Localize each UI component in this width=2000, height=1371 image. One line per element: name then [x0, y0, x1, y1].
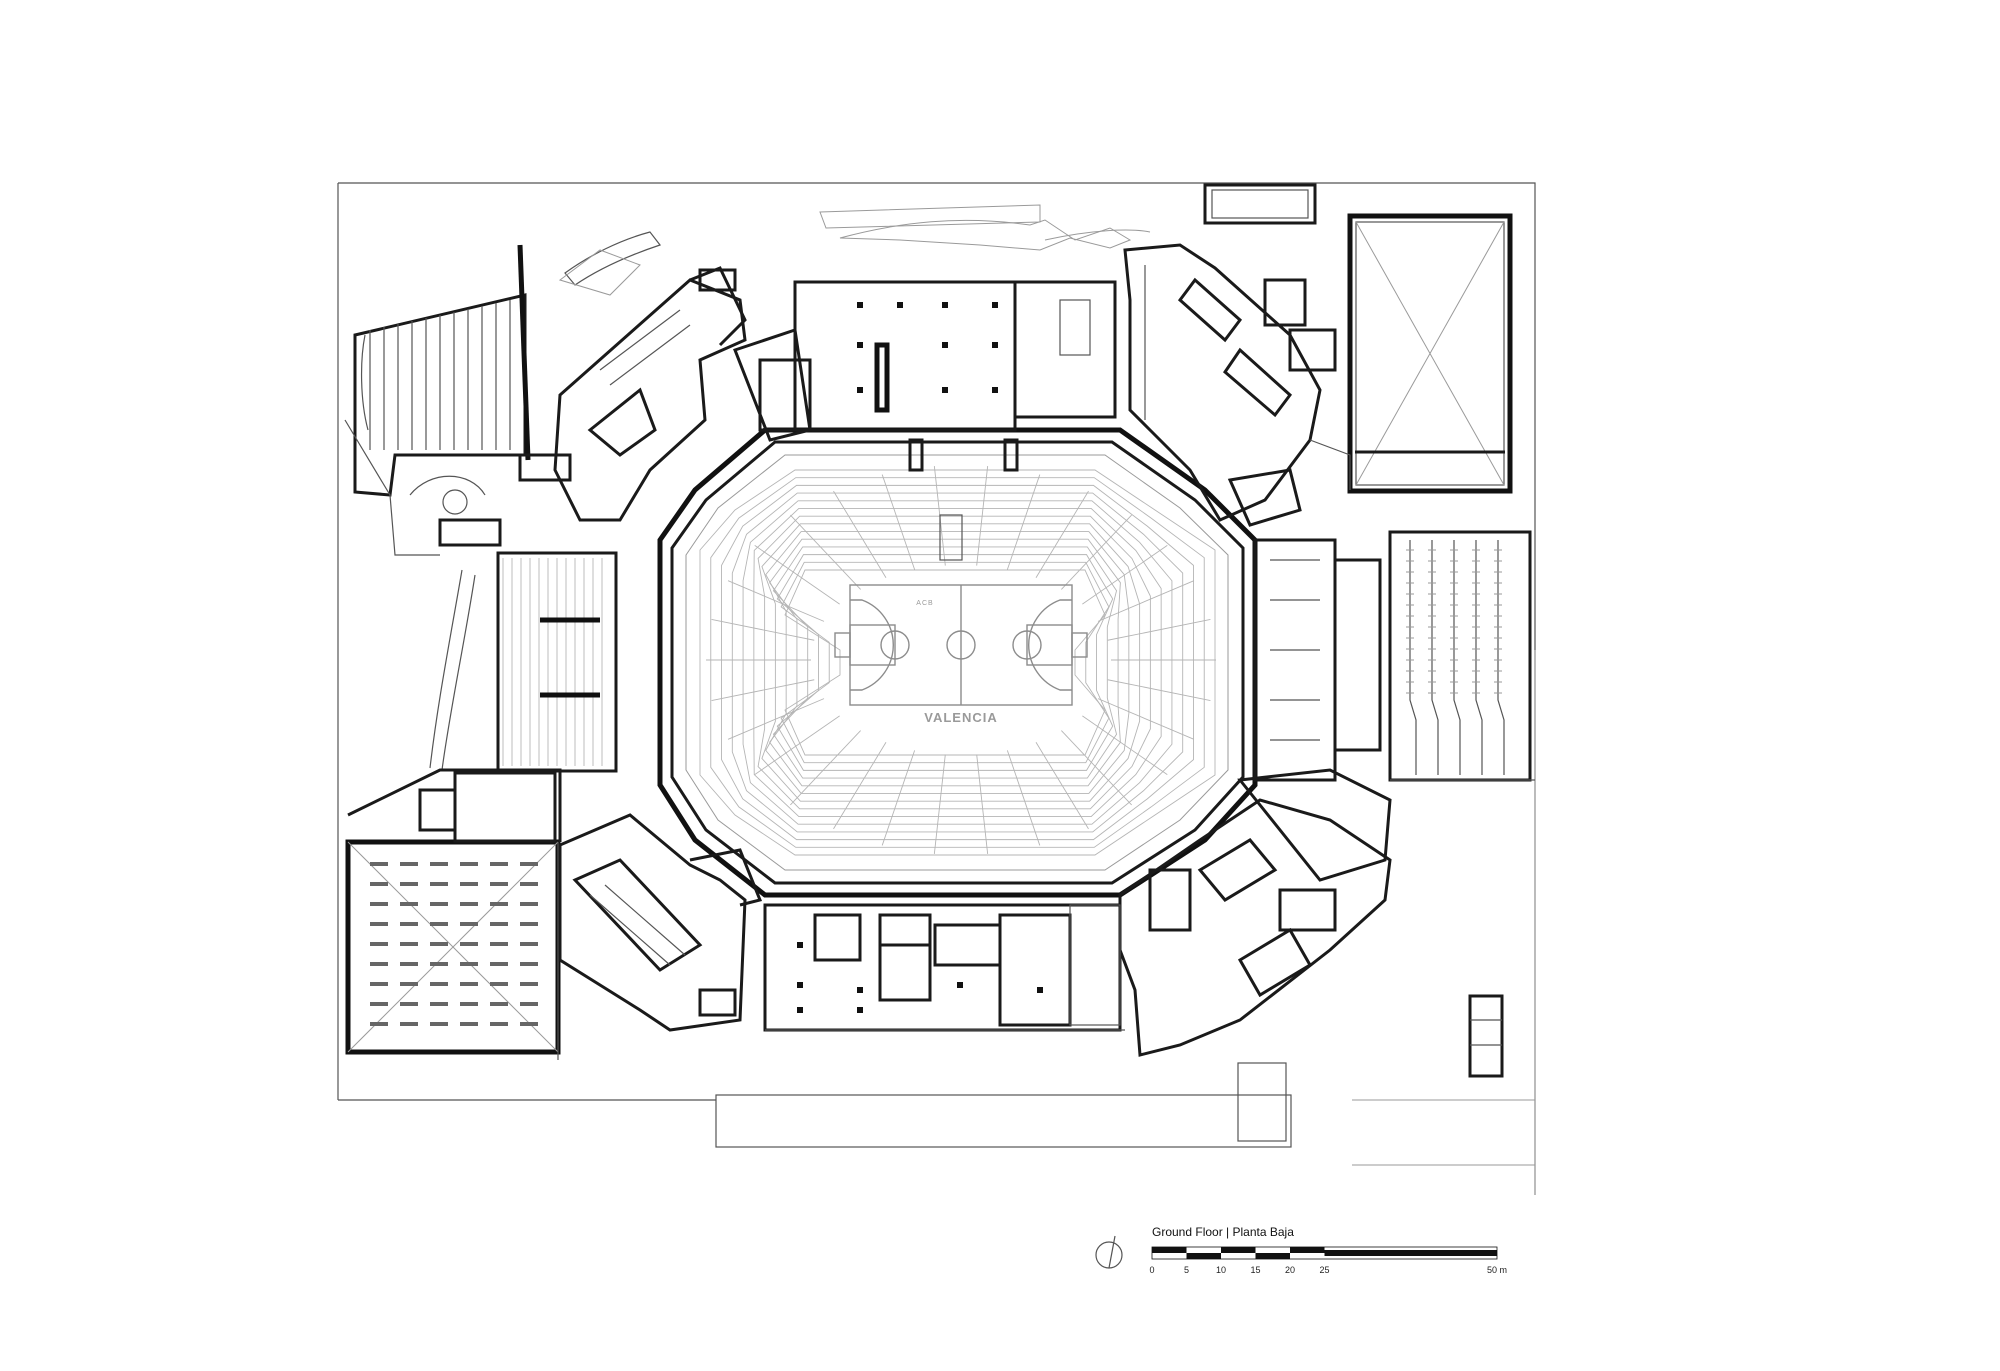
seat-label-mark — [370, 1022, 388, 1026]
scale-bar: Ground Floor | Planta Baja 0 5 10 15 20 25 50 … — [1149, 1225, 1507, 1275]
seat-label-mark — [370, 962, 388, 966]
seat-label-mark — [490, 862, 508, 866]
seat-label-mark — [430, 902, 448, 906]
north-service-block — [793, 280, 1117, 432]
seat-label-mark — [370, 862, 388, 866]
scale-end-label: 50 m — [1487, 1265, 1507, 1275]
seat-label-mark — [400, 942, 418, 946]
northeast-wing — [1123, 243, 1351, 527]
north-arrow — [1095, 1235, 1123, 1269]
seat-label-mark — [460, 942, 478, 946]
northwest-wing — [438, 266, 812, 547]
seat-label-mark — [400, 962, 418, 966]
seat-label-mark — [460, 882, 478, 886]
seat-label-mark — [400, 1022, 418, 1026]
seat-label-mark — [370, 982, 388, 986]
north-landscape — [558, 183, 1317, 296]
seat-label-mark — [400, 922, 418, 926]
seat-label-mark — [430, 882, 448, 886]
scale-tick-label: 15 — [1250, 1265, 1260, 1275]
seat-label-mark — [520, 882, 538, 886]
court-small-label: ACB — [916, 600, 933, 607]
seat-label-mark — [430, 862, 448, 866]
site-boundary — [337, 182, 1536, 1195]
seat-label-mark — [430, 922, 448, 926]
scale-tick-label: 5 — [1184, 1265, 1189, 1275]
seat-label-mark — [370, 902, 388, 906]
seat-label-mark — [400, 862, 418, 866]
southwest-hall — [345, 768, 562, 1060]
court-label: VALENCIA — [924, 710, 997, 725]
northwest-annex — [344, 244, 531, 556]
seat-label-mark — [460, 962, 478, 966]
seat-label-mark — [490, 922, 508, 926]
seat-label-mark — [370, 922, 388, 926]
seat-label-mark — [520, 942, 538, 946]
seat-label-mark — [460, 902, 478, 906]
seat-label-mark — [490, 1022, 508, 1026]
seat-label-mark — [460, 1022, 478, 1026]
seat-label-mark — [520, 1022, 538, 1026]
scale-tick-label: 0 — [1149, 1265, 1154, 1275]
seat-label-mark — [460, 922, 478, 926]
seat-label-mark — [490, 982, 508, 986]
east-wing — [1388, 530, 1535, 782]
seat-label-mark — [430, 982, 448, 986]
scale-tick-label: 10 — [1216, 1265, 1226, 1275]
seat-label-mark — [400, 1002, 418, 1006]
seat-label-mark — [370, 882, 388, 886]
scale-tick-label: 25 — [1319, 1265, 1329, 1275]
seat-label-mark — [430, 1022, 448, 1026]
seat-label-mark — [490, 882, 508, 886]
seat-label-mark — [520, 922, 538, 926]
seat-label-mark — [400, 882, 418, 886]
northeast-hall — [1347, 213, 1513, 494]
seat-label-mark — [520, 962, 538, 966]
drawing-title: Ground Floor | Planta Baja — [1152, 1225, 1294, 1239]
seat-label-mark — [490, 942, 508, 946]
seat-label-mark — [400, 982, 418, 986]
seat-label-mark — [370, 942, 388, 946]
seat-label-mark — [520, 1002, 538, 1006]
seat-label-mark — [430, 942, 448, 946]
arena-seating — [699, 438, 1216, 856]
seat-label-mark — [460, 862, 478, 866]
seat-label-mark — [490, 1002, 508, 1006]
seat-label-mark — [490, 902, 508, 906]
basketball-court: VALENCIA ACB — [834, 584, 1088, 725]
seat-label-mark — [370, 1002, 388, 1006]
seat-label-mark — [460, 982, 478, 986]
seat-label-mark — [520, 862, 538, 866]
seat-label-mark — [430, 962, 448, 966]
seat-label-mark — [490, 962, 508, 966]
seat-label-mark — [400, 902, 418, 906]
southwest-wing — [558, 813, 763, 1032]
southeast-wing — [1118, 798, 1504, 1078]
scale-tick-label: 20 — [1285, 1265, 1295, 1275]
seat-label-mark — [520, 982, 538, 986]
seat-label-mark — [520, 902, 538, 906]
south-service-block — [763, 903, 1125, 1032]
arena-outer-ring — [657, 427, 1258, 898]
east-service-strip — [1237, 538, 1392, 882]
seat-label-mark — [430, 1002, 448, 1006]
seat-label-mark — [460, 1002, 478, 1006]
west-bleachers — [429, 551, 618, 773]
